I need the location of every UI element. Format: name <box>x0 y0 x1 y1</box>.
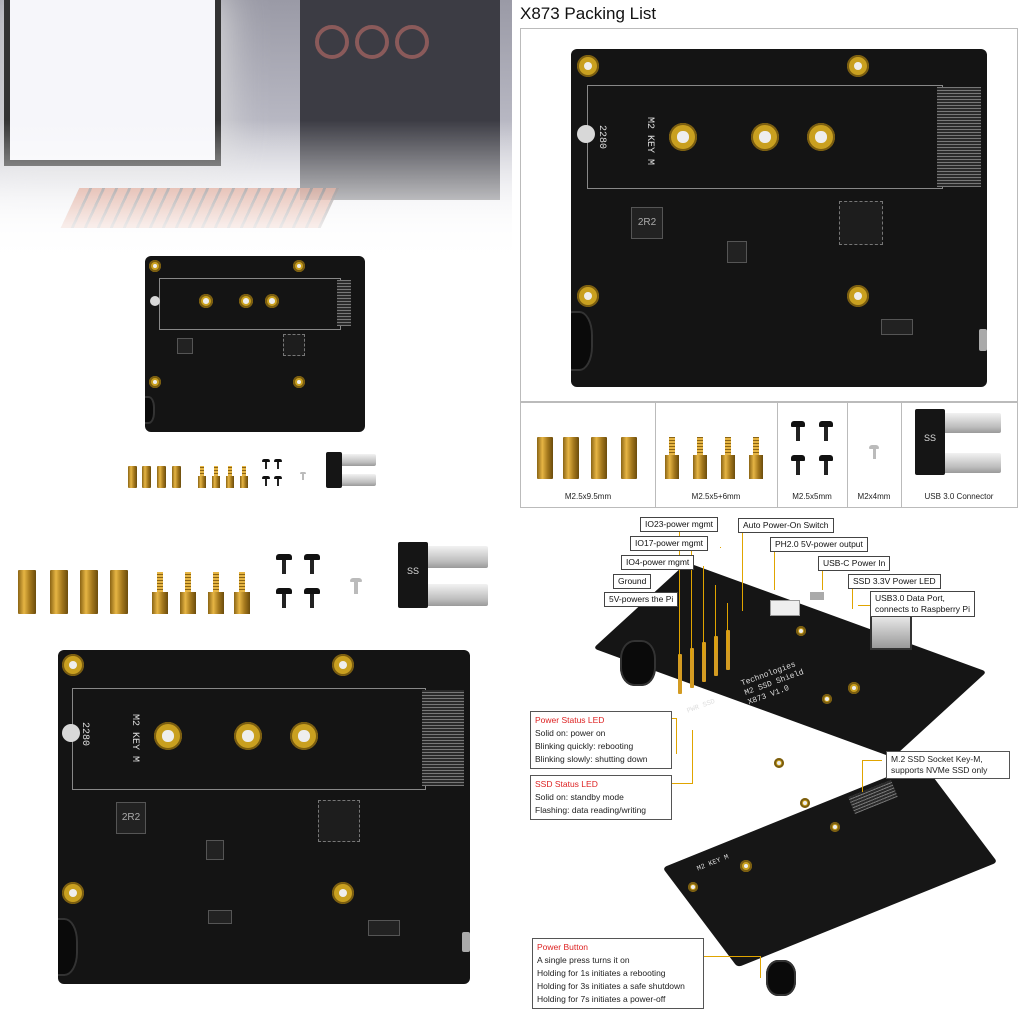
power-button-line: A single press turns it on <box>537 955 630 965</box>
callout-ground: Ground <box>613 574 652 589</box>
callout-usb3: USB3.0 Data Port, connects to Raspberry … <box>870 591 975 617</box>
usb-ss-logo: SS <box>406 566 419 576</box>
power-led-line: Blinking slowly: shutting down <box>535 754 648 764</box>
callout-usbc: USB-C Power In <box>818 556 891 571</box>
usb-ss-logo-packing: SS <box>923 433 936 443</box>
silk-2280: 2280 <box>79 722 90 747</box>
m2-socket-line: M.2 SSD Socket Key-M, <box>891 754 983 764</box>
packing-list-board: 2280 M2 KEY M 2R2 <box>571 49 987 387</box>
power-led-line: Solid on: power on <box>535 728 606 738</box>
callout-io4: IO4-power mgmt <box>621 555 695 570</box>
annotated-board-bottom: M2 KEY M <box>660 762 1020 1000</box>
m2-socket-line: supports NVMe SSD only <box>891 765 988 775</box>
packing-item-standoffs: M2.5x5+6mm <box>655 403 778 507</box>
callout-m2-socket: M.2 SSD Socket Key-M, supports NVMe SSD … <box>886 751 1010 779</box>
callout-io17: IO17-power mgmt <box>630 536 709 551</box>
packing-item-silver-screw: M2x4mm <box>847 403 902 507</box>
callout-5v: 5V-powers the Pi <box>604 592 679 607</box>
silk-m2-key-m: M2 KEY M <box>129 714 140 763</box>
callout-usb3-line1: USB3.0 Data Port, <box>875 593 945 603</box>
inductor-2r2-packing: 2R2 <box>637 217 657 228</box>
power-button-line: Holding for 1s initiates a rebooting <box>537 968 666 978</box>
callout-auto-power-on: Auto Power-On Switch <box>738 518 834 533</box>
packing-item-label: M2.5x5+6mm <box>691 492 741 501</box>
packing-item-usb-connector: SS USB 3.0 Connector <box>901 403 1017 507</box>
packing-item-label: USB 3.0 Connector <box>924 492 994 501</box>
callout-ssd-led: SSD 3.3V Power LED <box>848 574 941 589</box>
power-led-line: Blinking quickly: rebooting <box>535 741 634 751</box>
callout-power-button: Power Button A single press turns it on … <box>532 938 704 1009</box>
board-photo-small <box>145 256 365 432</box>
packing-item-label: M2x4mm <box>857 492 891 501</box>
inductor-2r2: 2R2 <box>121 812 141 823</box>
callout-power-status-led: Power Status LED Solid on: power on Blin… <box>530 711 672 769</box>
annotated-board-top: Technologies M2 SSD Shield X873 V1.0 PWR… <box>593 562 987 770</box>
desk-photo-background <box>0 0 512 265</box>
callout-usb3-line2: connects to Raspberry Pi <box>875 604 970 614</box>
power-led-title: Power Status LED <box>535 715 605 725</box>
packing-item-label: M2.5x9.5mm <box>564 492 612 501</box>
silk-2280-packing: 2280 <box>596 125 607 150</box>
packing-item-black-screws: M2.5x5mm <box>777 403 848 507</box>
packing-list-items: M2.5x9.5mm M2.5x5+6mm M2.5x5mm M2x4mm SS… <box>520 402 1018 508</box>
packing-list-board-frame: 2280 M2 KEY M 2R2 <box>520 28 1018 402</box>
packing-item-label: M2.5x5mm <box>792 492 832 501</box>
ssd-led-line: Flashing: data reading/writing <box>535 805 647 815</box>
power-button-title: Power Button <box>537 942 589 952</box>
packing-item-spacers: M2.5x9.5mm <box>521 403 656 507</box>
callout-io23: IO23-power mgmt <box>640 517 719 532</box>
silk-m2-key-m-packing: M2 KEY M <box>644 117 655 166</box>
power-button-line: Holding for 7s initiates a power-off <box>537 994 666 1004</box>
board-photo-large: 2280 M2 KEY M 2R2 <box>58 650 470 984</box>
callout-ph20: PH2.0 5V-power output <box>770 537 868 552</box>
power-button-line: Holding for 3s initiates a safe shutdown <box>537 981 685 991</box>
packing-list-title: X873 Packing List <box>520 4 657 23</box>
led-silk: PWR SSD <box>686 697 717 716</box>
callout-ssd-status-led: SSD Status LED Solid on: standby mode Fl… <box>530 775 672 820</box>
ssd-led-title: SSD Status LED <box>535 779 598 789</box>
ssd-led-line: Solid on: standby mode <box>535 792 624 802</box>
